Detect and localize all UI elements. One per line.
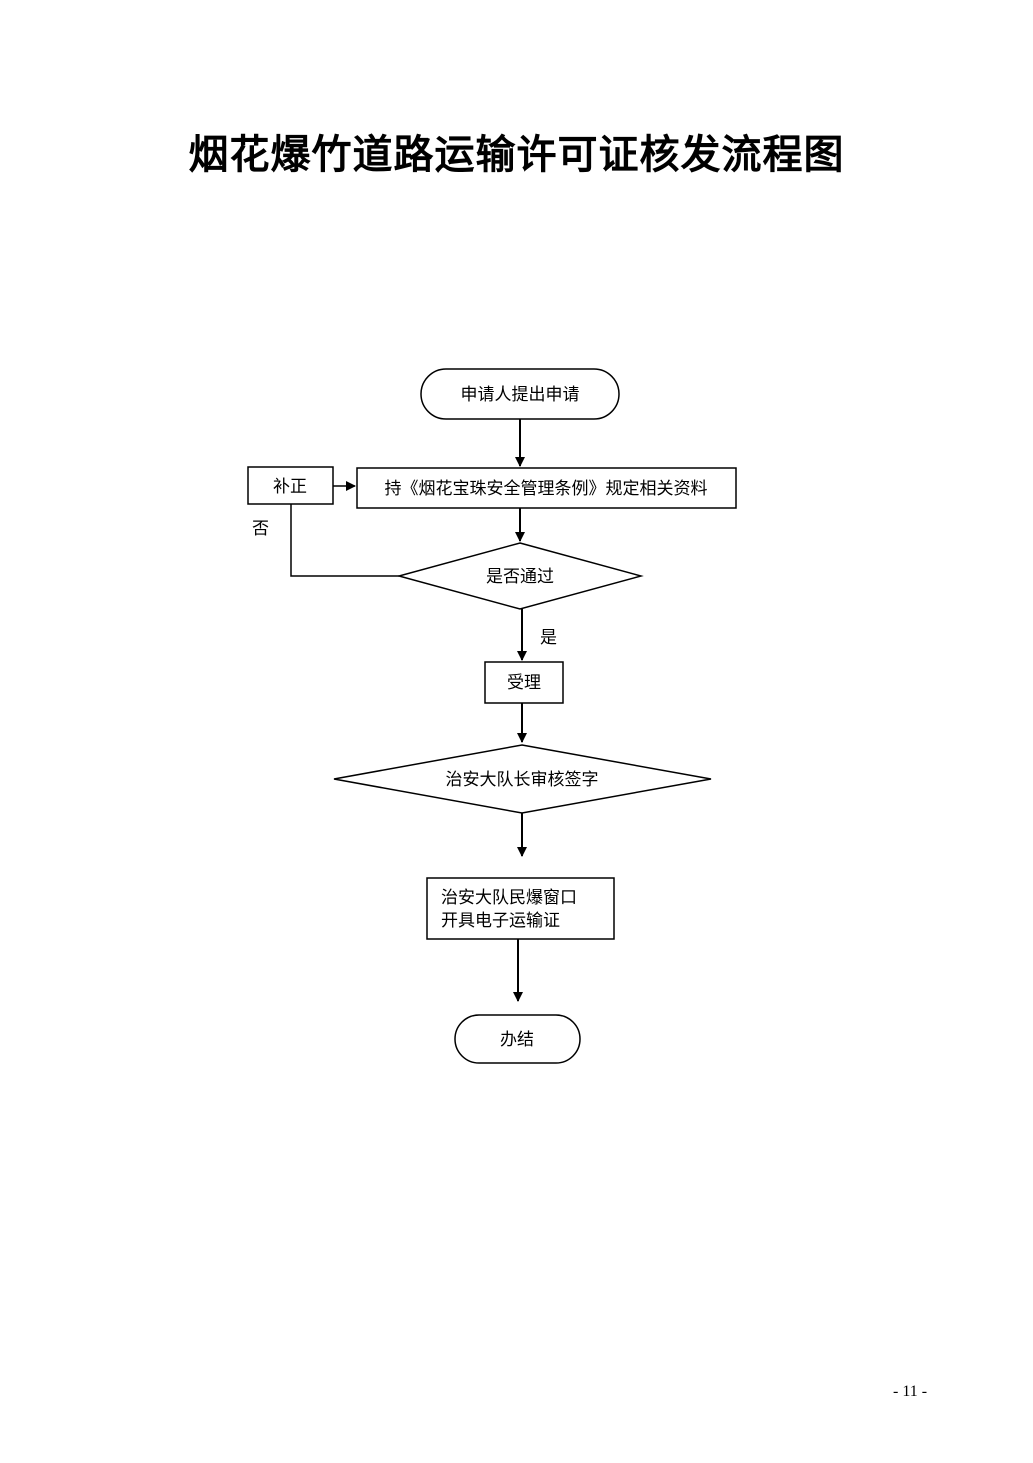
page-title: 烟花爆竹道路运输许可证核发流程图	[188, 131, 845, 178]
review-label: 治安大队长审核签字	[446, 770, 599, 790]
issue-label-line2: 开具电子运输证	[441, 911, 560, 931]
page-number: - 11 -	[893, 1383, 928, 1400]
accept-box	[484, 661, 564, 704]
end-label: 办结	[500, 1030, 534, 1050]
no-path-connector	[290, 504, 399, 577]
decision-diamond	[396, 542, 644, 610]
materials-label: 持《烟花宝珠安全管理条例》规定相关资料	[385, 479, 708, 499]
issue-box	[426, 877, 615, 940]
decision-label: 是否通过	[486, 567, 554, 587]
correction-box	[247, 466, 334, 505]
materials-box	[356, 467, 737, 509]
start-label: 申请人提出申请	[461, 385, 580, 405]
edge-label-no: 否	[252, 519, 269, 539]
edge-label-yes: 是	[540, 628, 557, 648]
correction-label: 补正	[273, 477, 307, 497]
accept-label: 受理	[507, 673, 541, 693]
issue-label-line1: 治安大队民爆窗口	[441, 888, 577, 908]
end-terminator	[454, 1014, 581, 1064]
